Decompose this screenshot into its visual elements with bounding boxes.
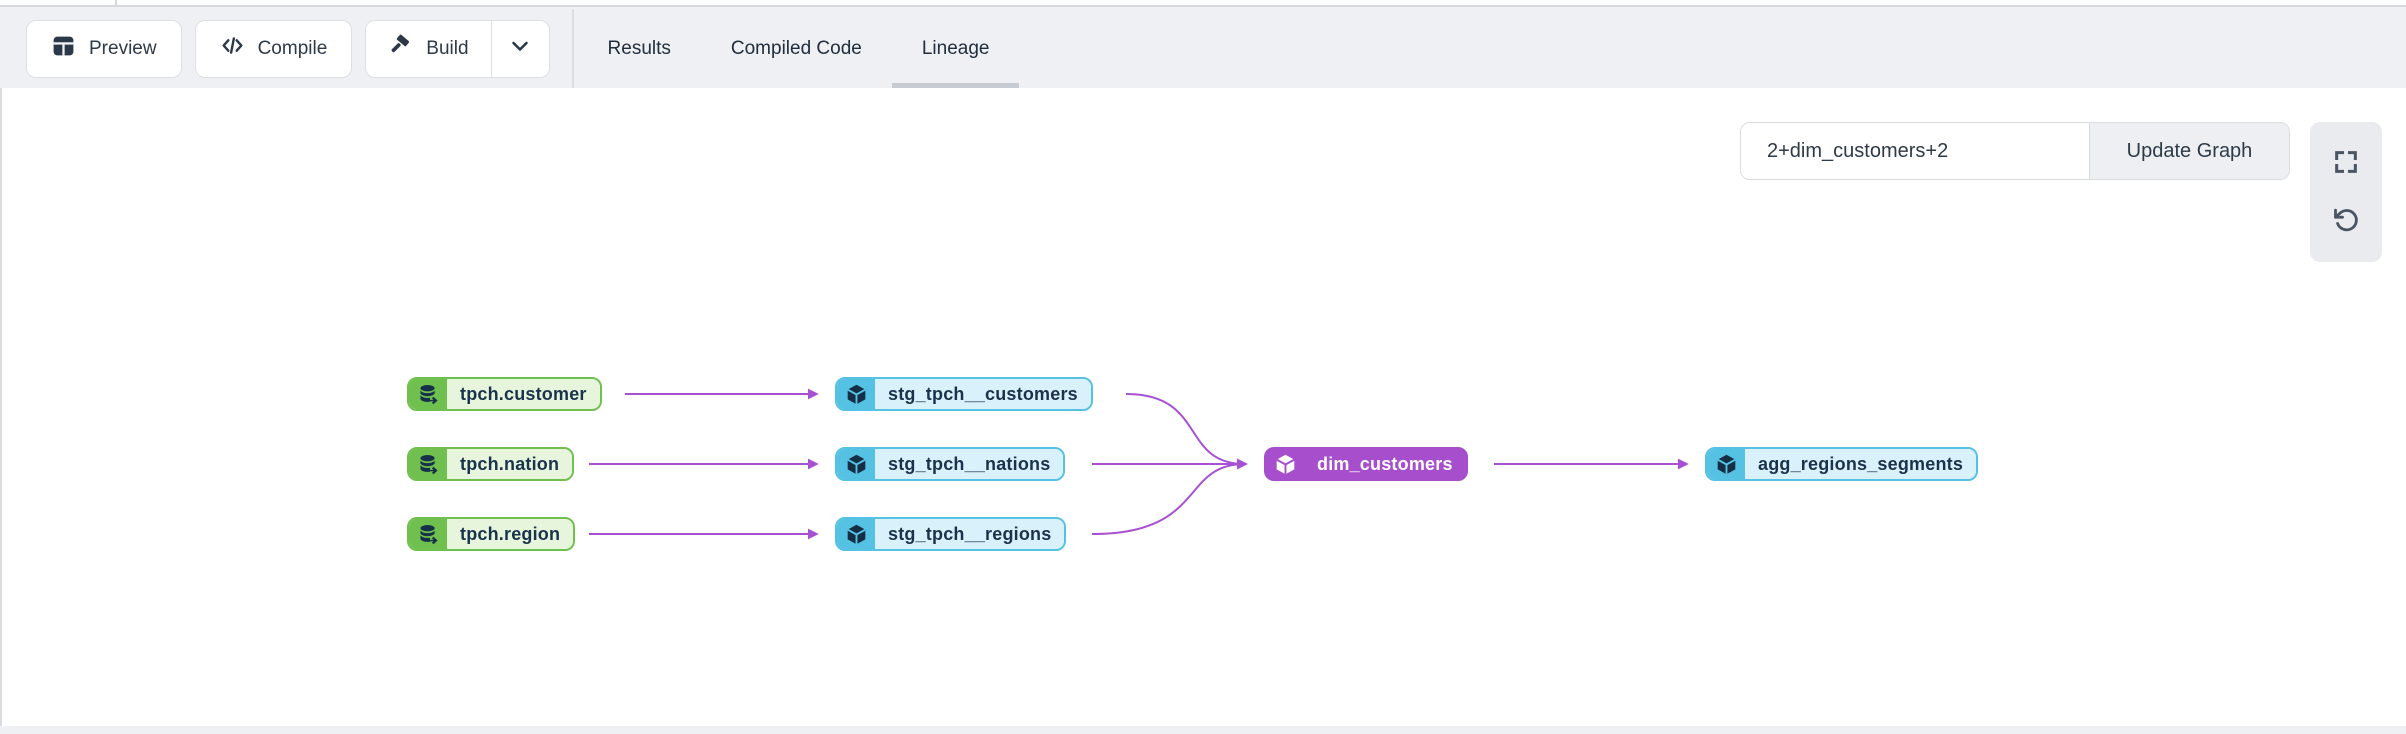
lineage-node-tpch.region[interactable]: tpch.region [407, 517, 576, 551]
database-icon [409, 449, 447, 479]
build-button[interactable]: Build [366, 21, 490, 77]
result-pane-tabs: Results Compiled Code Lineage [578, 9, 1020, 88]
edge-stg_tpch__regions-to-dim_customers [1091, 458, 1248, 535]
tab-results[interactable]: Results [607, 37, 671, 59]
lineage-node-dim_customers[interactable]: dim_customers [1264, 447, 1468, 481]
lineage-node-label: tpch.customer [447, 379, 600, 409]
fullscreen-icon [2332, 148, 2360, 179]
preview-button-label: Preview [89, 37, 157, 59]
preview-button[interactable]: Preview [26, 19, 182, 78]
reset-view-button[interactable] [2329, 204, 2363, 238]
chevron-down-icon [508, 34, 532, 63]
lineage-node-stg_tpch__regions[interactable]: stg_tpch__regions [835, 517, 1067, 551]
compile-button[interactable]: Compile [194, 19, 353, 78]
cube-icon [837, 379, 875, 409]
lineage-node-label: tpch.region [447, 519, 574, 549]
table-icon [51, 33, 76, 64]
database-icon [409, 379, 447, 409]
lineage-node-stg_tpch__nations[interactable]: stg_tpch__nations [835, 447, 1066, 481]
build-button-group: Build [365, 19, 550, 78]
lineage-node-label: tpch.nation [447, 449, 573, 479]
hammer-icon [388, 33, 413, 64]
view-controls-panel [2310, 122, 2382, 262]
page-bottom-strip [0, 726, 2406, 734]
lineage-node-stg_tpch__customers[interactable]: stg_tpch__customers [835, 377, 1093, 411]
build-button-label: Build [426, 37, 469, 59]
lineage-node-label: stg_tpch__customers [875, 379, 1091, 409]
cube-icon [837, 519, 875, 549]
fullscreen-button[interactable] [2329, 146, 2363, 180]
toolbar-divider [571, 9, 574, 88]
code-icon [220, 33, 245, 64]
lineage-node-label: stg_tpch__regions [875, 519, 1065, 549]
selector-input[interactable] [1741, 123, 2089, 179]
compile-button-label: Compile [257, 37, 328, 59]
update-graph-button[interactable]: Update Graph [2089, 123, 2289, 179]
database-icon [409, 519, 447, 549]
cube-icon [837, 449, 875, 479]
lineage-edges [589, 388, 1689, 540]
ide-toolbar: Preview Compile Build Results Compiled C… [0, 9, 2406, 88]
cube-icon [1266, 449, 1304, 479]
lineage-node-label: agg_regions_segments [1745, 449, 1977, 479]
build-dropdown-button[interactable] [490, 20, 549, 77]
lineage-node-agg_regions_segments[interactable]: agg_regions_segments [1705, 447, 1979, 481]
reset-icon [2332, 206, 2360, 237]
graph-selector-group: Update Graph [1740, 122, 2290, 180]
lineage-node-label: dim_customers [1304, 449, 1466, 479]
tab-compiled-code[interactable]: Compiled Code [730, 37, 862, 59]
lineage-node-label: stg_tpch__nations [875, 449, 1064, 479]
edge-stg_tpch__customers-to-dim_customers [1125, 393, 1248, 470]
cube-icon [1707, 449, 1745, 479]
lineage-node-tpch.customer[interactable]: tpch.customer [407, 377, 602, 411]
tab-lineage[interactable]: Lineage [891, 9, 1020, 88]
lineage-node-tpch.nation[interactable]: tpch.nation [407, 447, 575, 481]
editor-gutter-divider [115, 0, 117, 7]
editor-bottom-strip [0, 0, 2406, 7]
lineage-canvas: tpch.customer tpch.nation tpch.region stg_t… [0, 88, 2406, 726]
